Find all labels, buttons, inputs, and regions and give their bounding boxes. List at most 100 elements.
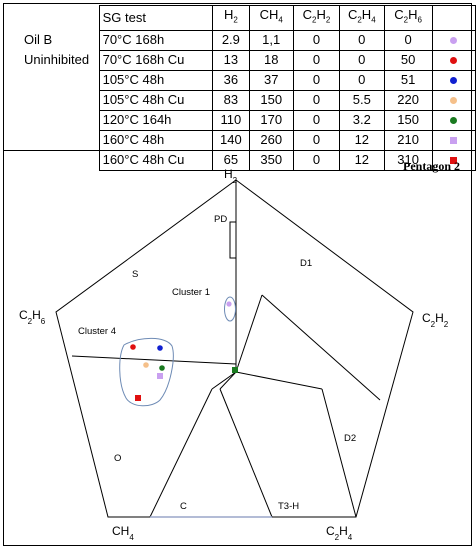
row-value-c2h4: 0 (339, 69, 385, 91)
cluster-1-outline (224, 296, 236, 322)
cluster-1-label: Cluster 1 (172, 287, 210, 298)
vertex-ch4: CH4 (112, 524, 134, 542)
zone-label-o: O (114, 453, 121, 464)
row-value-c2h6: 210 (383, 129, 433, 151)
pentagon-diagram: Pentagon 2 H2 C2H6 C2H2 CH4 C2H4 PD S D1… (19, 159, 460, 542)
vertex-c2h4: C2H4 (326, 524, 353, 542)
row-value-h2: 140 (212, 129, 250, 151)
header-gas-0: H2 (212, 5, 250, 31)
row-value-c2h4: 3.2 (339, 109, 385, 131)
row-value-c2h2: 0 (292, 69, 341, 91)
row-marker-cell (431, 69, 476, 91)
section-divider (3, 150, 472, 151)
row-oil-label (21, 90, 100, 111)
row-oil-label (21, 70, 100, 91)
zone-line-s-o (71, 355, 237, 365)
point-120c-164h (159, 365, 165, 371)
legend-marker-icon (450, 137, 458, 145)
legend-marker-icon (450, 117, 458, 125)
zone-line-t3-d2-2 (321, 388, 357, 518)
row-value-h2: 83 (212, 89, 250, 111)
row-value-c2h6: 0 (383, 29, 433, 51)
pd-zone-box (229, 221, 237, 259)
row-test-condition: 105°C 48h (98, 69, 214, 91)
row-value-h2: 2.9 (212, 29, 250, 51)
zone-label-d2: D2 (344, 433, 356, 444)
zone-label-c: C (180, 501, 187, 512)
header-gas-1: CH4 (248, 5, 294, 31)
zone-line-o-c (149, 388, 213, 518)
row-value-c2h2: 0 (292, 49, 341, 71)
row-value-c2h6: 50 (383, 49, 433, 71)
row-test-condition: 70°C 168h Cu (98, 49, 214, 71)
zone-line-d1-d2 (261, 294, 381, 401)
row-test-condition: 160°C 48h (98, 129, 214, 151)
row-value-c2h2: 0 (292, 109, 341, 131)
point-160c-48h-cu (135, 395, 141, 401)
row-marker-cell (431, 109, 476, 131)
row-marker-cell (431, 89, 476, 111)
legend-marker-icon (450, 157, 458, 165)
point-70c-168h-cu (130, 344, 136, 350)
row-oil-label (21, 130, 100, 151)
zone-line-d1-t3 (235, 294, 263, 373)
header-blank (21, 5, 100, 31)
row-oil-label (21, 110, 100, 131)
row-value-ch4: 260 (248, 129, 294, 151)
row-test-condition: 160°C 48h Cu (98, 149, 214, 171)
legend-marker-icon (450, 77, 458, 85)
row-value-c2h2: 0 (292, 89, 341, 111)
zone-line-c-t3 (219, 371, 237, 390)
row-value-c2h6: 51 (383, 69, 433, 91)
vertex-c2h2: C2H2 (422, 311, 449, 329)
row-oil-label: Oil B (21, 30, 100, 51)
row-value-h2: 36 (212, 69, 250, 91)
pentagon-outline (55, 179, 414, 518)
row-value-c2h6: 150 (383, 109, 433, 131)
header-gas-3: C2H4 (339, 5, 385, 31)
row-marker-cell (431, 49, 476, 71)
row-value-ch4: 1,1 (248, 29, 294, 51)
row-value-h2: 110 (212, 109, 250, 131)
zone-line-c-t3-2 (219, 388, 273, 518)
point-105c-48h (157, 345, 163, 351)
cluster-4-outline (119, 337, 174, 407)
row-value-c2h6: 220 (383, 89, 433, 111)
row-value-ch4: 350 (248, 149, 294, 171)
row-value-ch4: 37 (248, 69, 294, 91)
row-oil-label (21, 150, 100, 171)
diagram-title: Pentagon 2 (403, 159, 460, 173)
legend-marker-icon (450, 97, 458, 105)
header-marker (431, 5, 476, 31)
legend-marker-icon (450, 57, 458, 65)
row-value-c2h4: 12 (339, 149, 385, 171)
row-value-c2h2: 0 (292, 29, 341, 51)
cluster-4-label: Cluster 4 (78, 326, 116, 337)
row-value-ch4: 170 (248, 109, 294, 131)
point-70c-168h (226, 301, 232, 307)
vertex-h2: H2 (224, 167, 238, 185)
row-test-condition: 105°C 48h Cu (98, 89, 214, 111)
legend-marker-icon (450, 37, 458, 45)
row-value-c2h2: 0 (292, 129, 341, 151)
zone-label-s: S (132, 269, 138, 280)
header-gas-2: C2H2 (292, 5, 341, 31)
zone-label-t3h: T3-H (278, 501, 299, 512)
point-160c-48h (157, 373, 163, 379)
row-value-c2h4: 5.5 (339, 89, 385, 111)
zone-line-o-c-top (211, 371, 237, 390)
zone-line-t3-d2 (235, 371, 323, 390)
header-test: SG test (98, 5, 214, 31)
row-value-c2h4: 0 (339, 29, 385, 51)
vertex-c2h6: C2H6 (19, 308, 46, 326)
row-test-condition: 70°C 168h (98, 29, 214, 51)
row-marker-cell (431, 129, 476, 151)
